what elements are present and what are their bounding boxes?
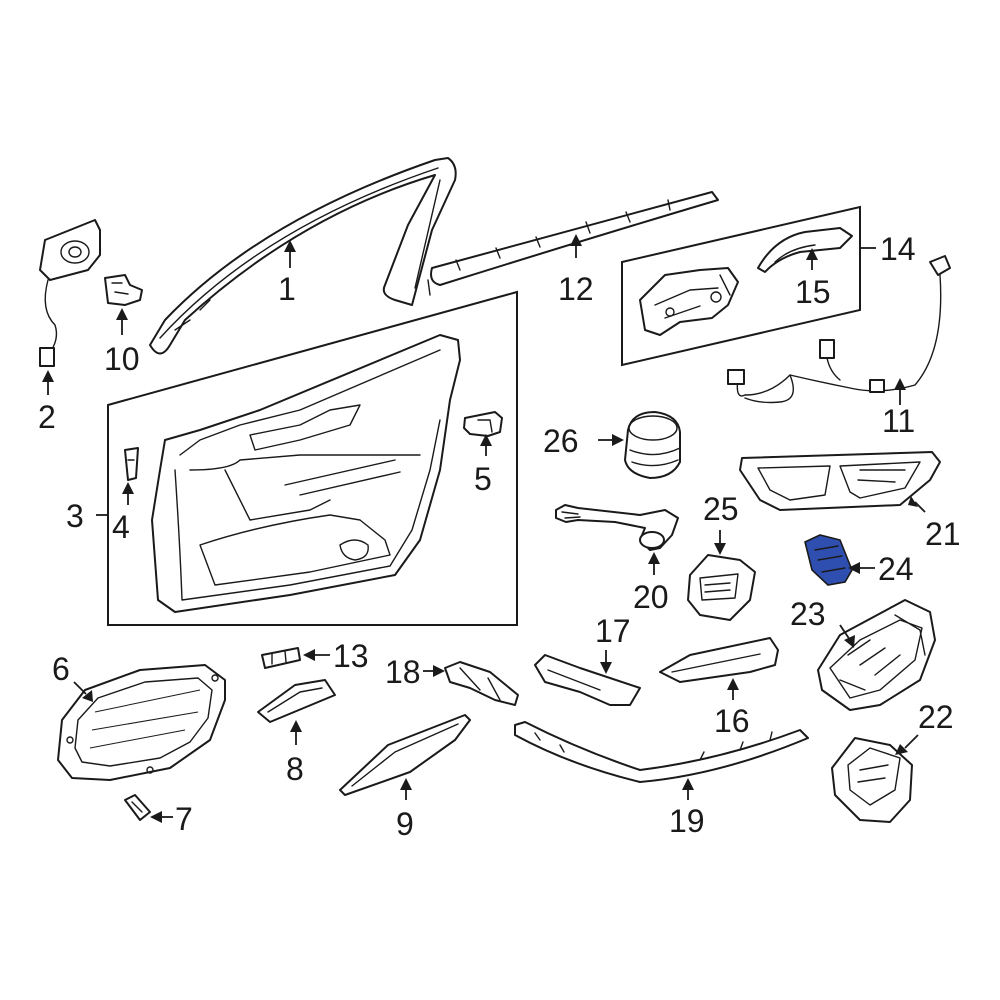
part-15-outer-handle[interactable] — [757, 227, 853, 273]
part-10-clip[interactable] — [104, 274, 143, 306]
callout-7: 7 — [175, 801, 193, 837]
callout-26: 26 — [543, 423, 579, 459]
part-9-panel-trim[interactable] — [339, 714, 471, 796]
part-5-clip[interactable] — [463, 411, 503, 437]
callout-5: 5 — [474, 461, 492, 497]
callout-25: 25 — [703, 491, 739, 527]
part-14-inner-handle-bracket[interactable] — [639, 267, 739, 336]
callout-11: 11 — [882, 403, 915, 439]
part-13-clip[interactable] — [261, 647, 301, 669]
callout-17: 17 — [595, 613, 631, 649]
callout-14: 14 — [880, 231, 916, 267]
callout-4: 4 — [112, 509, 130, 545]
part-25-switch[interactable] — [687, 554, 756, 621]
callout-24: 24 — [878, 551, 914, 587]
part-22-switch[interactable] — [831, 737, 913, 823]
part-19-trim-strip[interactable] — [514, 721, 809, 783]
callout-2: 2 — [38, 399, 56, 435]
part-26-control-knob[interactable] — [624, 411, 681, 479]
callout-6: 6 — [52, 651, 70, 687]
part-7-clip[interactable] — [124, 794, 151, 821]
part-6-speaker-grille[interactable] — [57, 664, 226, 781]
part-17-trim-insert[interactable] — [534, 654, 641, 706]
callout-19: 19 — [669, 803, 705, 839]
part-20-cable[interactable] — [555, 504, 679, 551]
callout-9: 9 — [396, 806, 414, 842]
callout-10: 10 — [104, 341, 140, 377]
part-18-grab-handle[interactable] — [444, 661, 519, 706]
callout-22: 22 — [918, 699, 954, 735]
callout-1: 1 — [278, 271, 296, 307]
part-3-door-trim-panel[interactable] — [151, 334, 461, 613]
part-14-group-box — [621, 205, 861, 367]
part-23-master-switch[interactable] — [817, 599, 936, 711]
part-21-switch-bezel[interactable] — [739, 451, 941, 511]
callout-13: 13 — [333, 638, 369, 674]
part-8-trim-piece[interactable] — [257, 679, 336, 723]
part-1-window-frame[interactable] — [149, 157, 457, 355]
part-3-group-box — [107, 290, 518, 626]
callout-15: 15 — [795, 274, 831, 310]
callout-20: 20 — [633, 579, 669, 615]
callout-16: 16 — [714, 703, 750, 739]
callout-21: 21 — [925, 516, 961, 552]
part-2-tweeter-speaker[interactable] — [39, 219, 101, 367]
callout-23: 23 — [790, 596, 826, 632]
callout-3: 3 — [66, 498, 84, 534]
part-24-switch-highlighted[interactable] — [804, 534, 853, 586]
part-4-clip[interactable] — [124, 447, 139, 481]
callout-8: 8 — [286, 751, 304, 787]
callout-12: 12 — [558, 271, 594, 307]
part-16-armrest[interactable] — [659, 637, 779, 683]
callout-18: 18 — [385, 654, 421, 690]
part-11-wiring-harness[interactable] — [727, 255, 951, 404]
